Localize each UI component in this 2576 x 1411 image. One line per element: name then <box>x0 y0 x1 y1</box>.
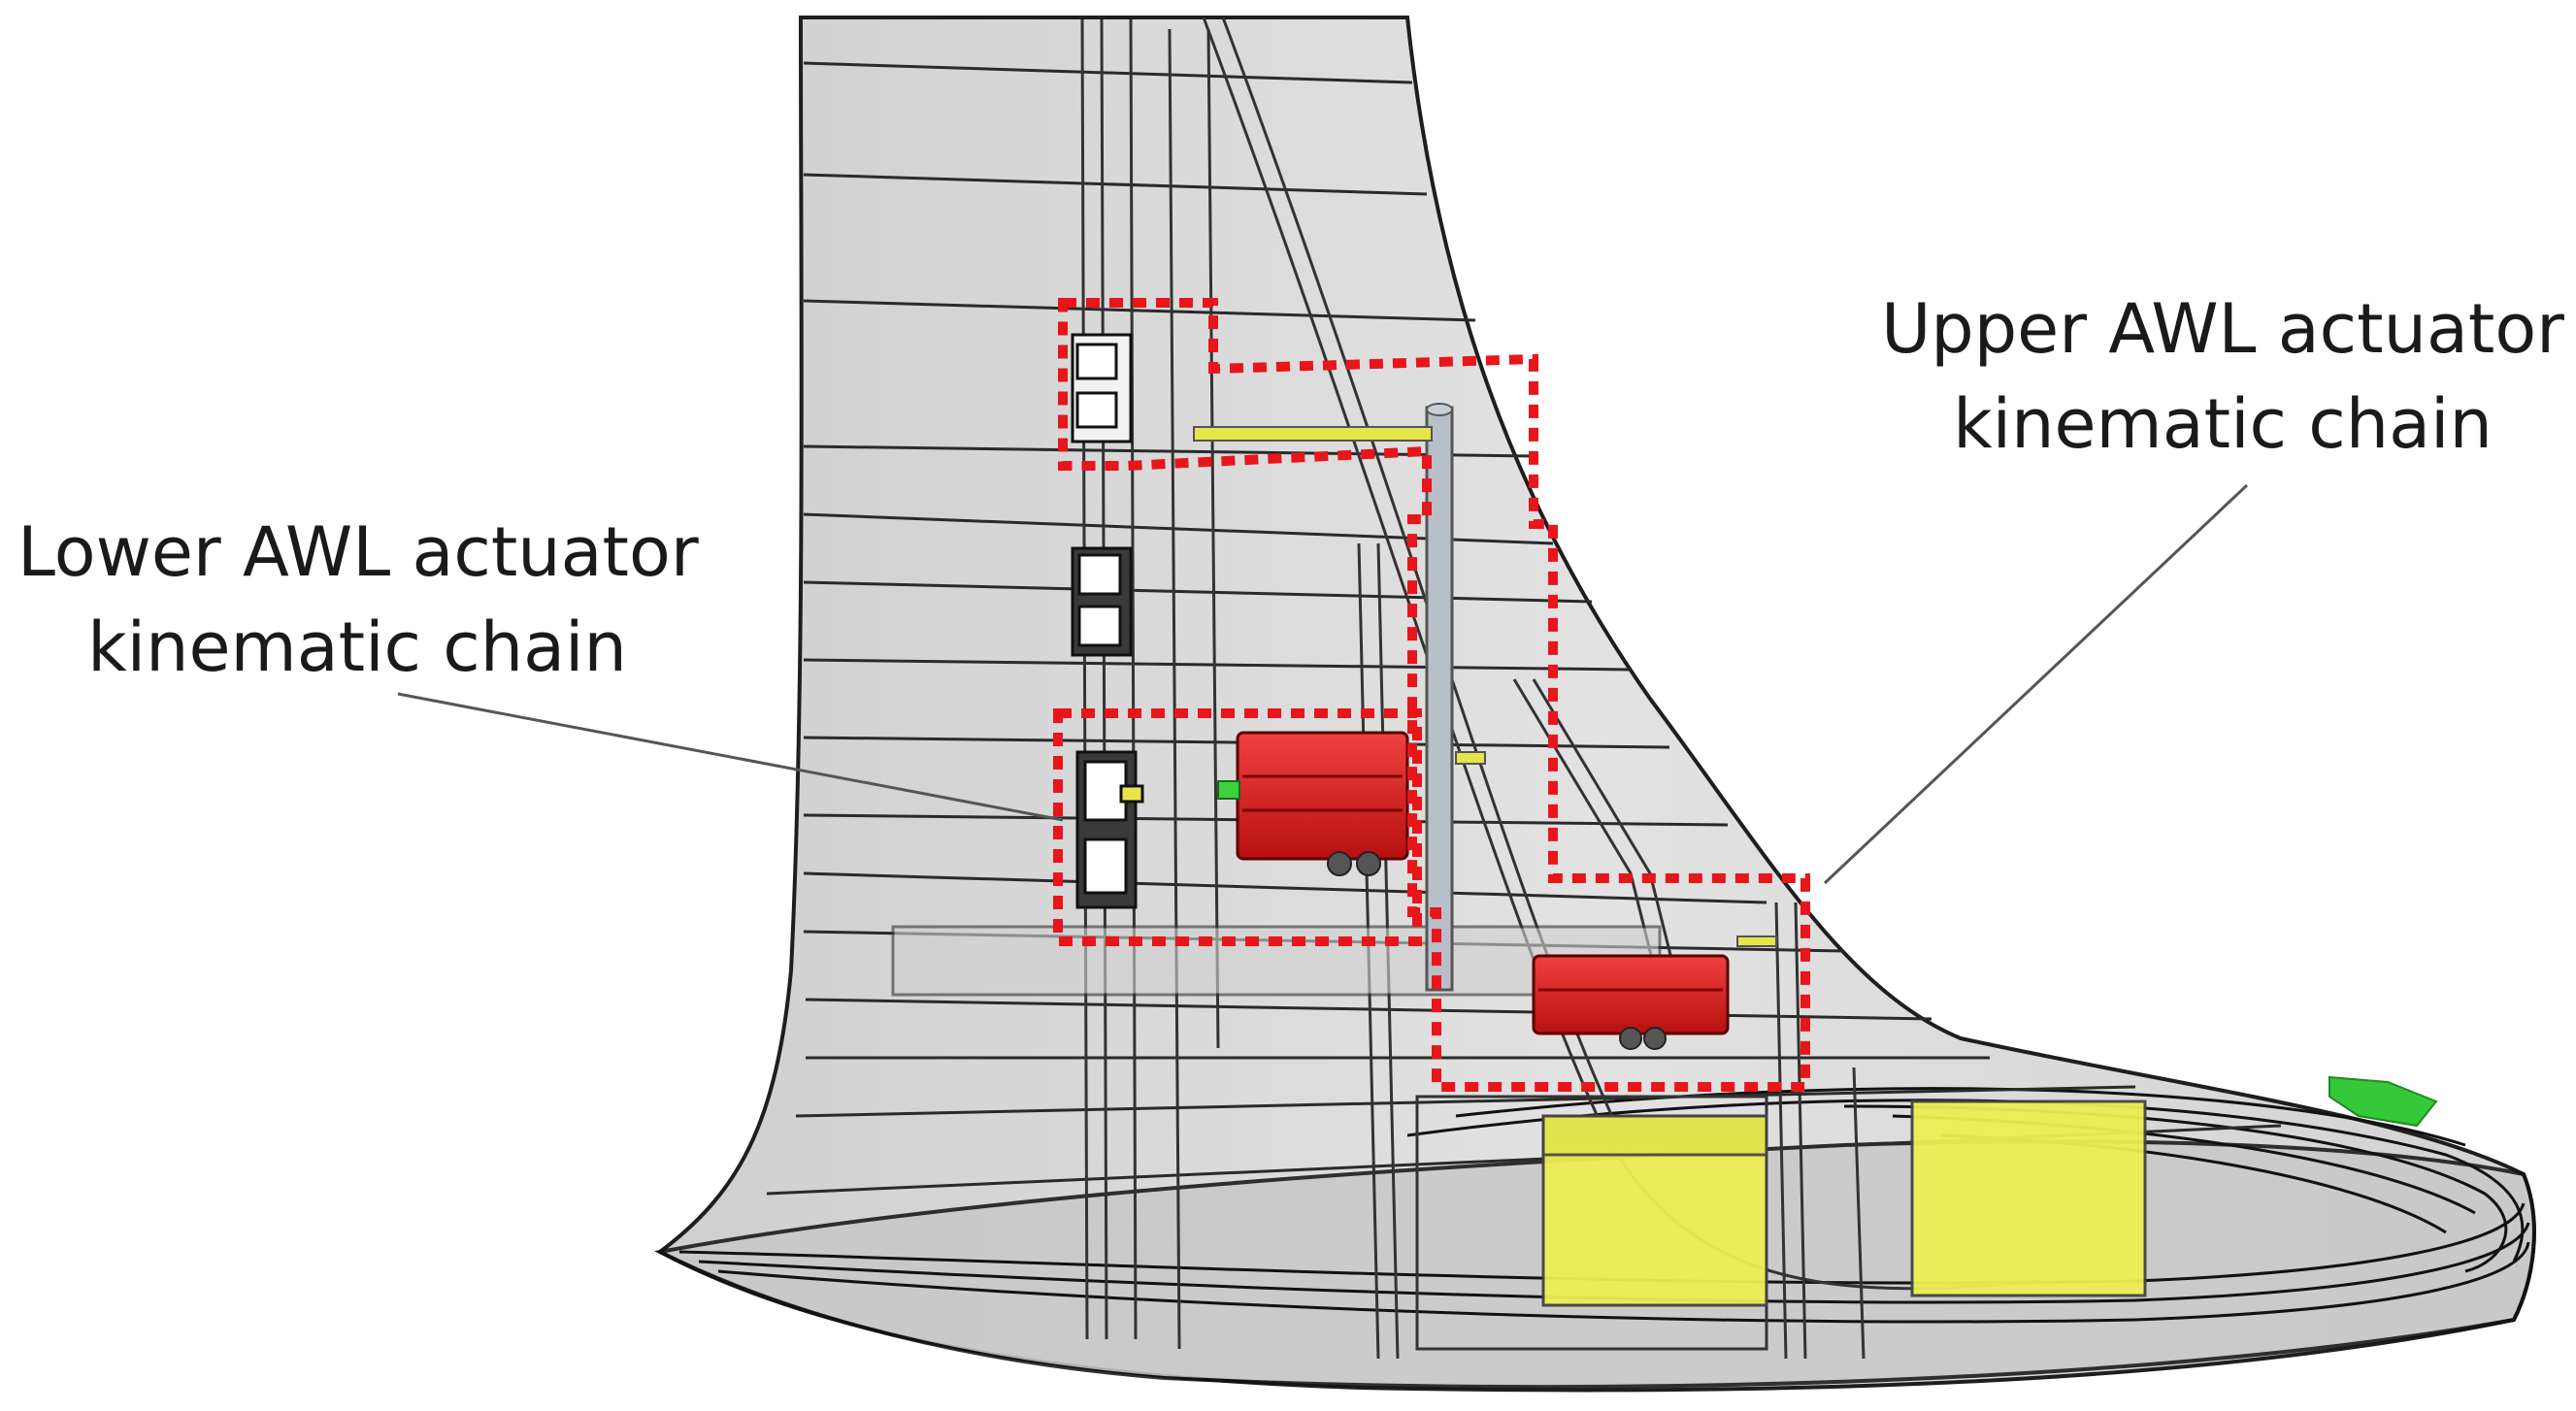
upper-label-line1: Upper AWL actuator <box>1881 289 2564 369</box>
yellow-links <box>1193 426 1777 947</box>
hinge-fittings <box>1071 333 1144 909</box>
green-marker <box>2328 1075 2438 1128</box>
lower-label-line2: kinematic chain <box>87 607 627 687</box>
lower-leader-line <box>397 692 1064 822</box>
upper-actuator-label: Upper AWL actuator kinematic chain <box>1873 281 2572 472</box>
upper-leader-line <box>1823 483 2249 885</box>
lower-label-line1: Lower AWL actuator <box>17 512 699 592</box>
upper-label-line2: kinematic chain <box>1953 384 2493 464</box>
lower-actuator <box>1217 731 1409 876</box>
lower-actuator-label: Lower AWL actuator kinematic chain <box>17 505 699 695</box>
yellow-blocks <box>1541 1099 2147 1307</box>
lower-chain-highlight <box>1053 708 1422 946</box>
upper-actuator <box>1532 954 1730 1050</box>
spar-structure <box>891 16 2039 1360</box>
